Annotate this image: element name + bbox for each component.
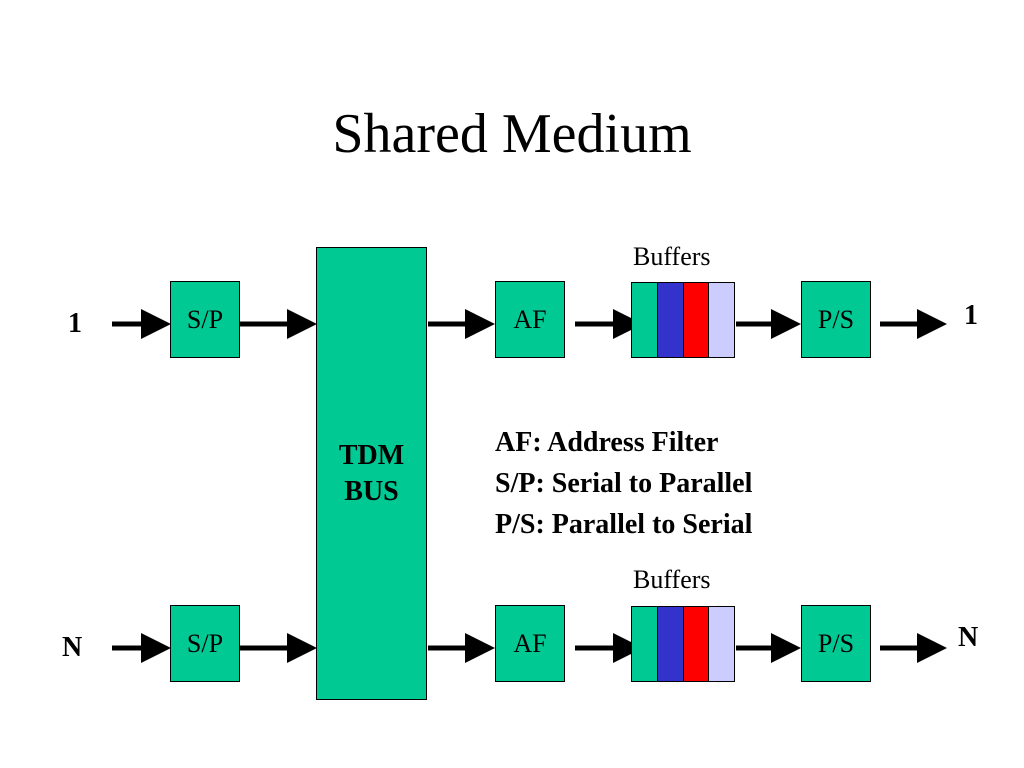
- ps-label-n: P/S: [817, 628, 855, 658]
- buffer-cell: [657, 607, 684, 681]
- buffer-queue-1: [631, 282, 735, 358]
- legend: AF: Address Filter S/P: Serial to Parall…: [495, 422, 752, 545]
- buffers-label-1: Buffers: [633, 242, 711, 271]
- buffer-cell: [683, 283, 710, 357]
- af-label-1: AF: [513, 304, 547, 334]
- parallel-to-serial-box-1: P/S: [801, 281, 871, 358]
- buffer-cell: [632, 283, 658, 357]
- input-port-label-1: 1: [68, 308, 82, 339]
- buffer-cell: [657, 283, 684, 357]
- af-label-n: AF: [513, 628, 547, 658]
- buffer-queue-n: [631, 606, 735, 682]
- buffer-cell: [709, 607, 734, 681]
- serial-to-parallel-box-1: S/P: [170, 281, 240, 358]
- tdm-bus-label-line1: TDM: [338, 439, 405, 471]
- legend-item-sp: S/P: Serial to Parallel: [495, 468, 753, 499]
- output-port-label-1: 1: [964, 300, 978, 331]
- legend-item-ps: P/S: Parallel to Serial: [495, 509, 753, 540]
- buffer-cell: [683, 607, 710, 681]
- buffer-cell: [709, 283, 734, 357]
- serial-to-parallel-box-n: S/P: [170, 605, 240, 682]
- sp-label-1: S/P: [186, 304, 224, 334]
- buffers-label-n: Buffers: [633, 565, 711, 594]
- input-port-label-n: N: [62, 632, 83, 663]
- parallel-to-serial-box-n: P/S: [801, 605, 871, 682]
- tdm-bus: TDM BUS: [316, 247, 427, 700]
- buffer-cell: [632, 607, 658, 681]
- address-filter-box-1: AF: [495, 281, 565, 358]
- output-port-label-n: N: [958, 622, 979, 653]
- address-filter-box-n: AF: [495, 605, 565, 682]
- sp-label-n: S/P: [186, 628, 224, 658]
- slide-title: Shared Medium: [332, 103, 692, 165]
- tdm-bus-label-line2: BUS: [344, 475, 399, 507]
- legend-item-af: AF: Address Filter: [495, 427, 719, 458]
- ps-label-1: P/S: [817, 304, 855, 334]
